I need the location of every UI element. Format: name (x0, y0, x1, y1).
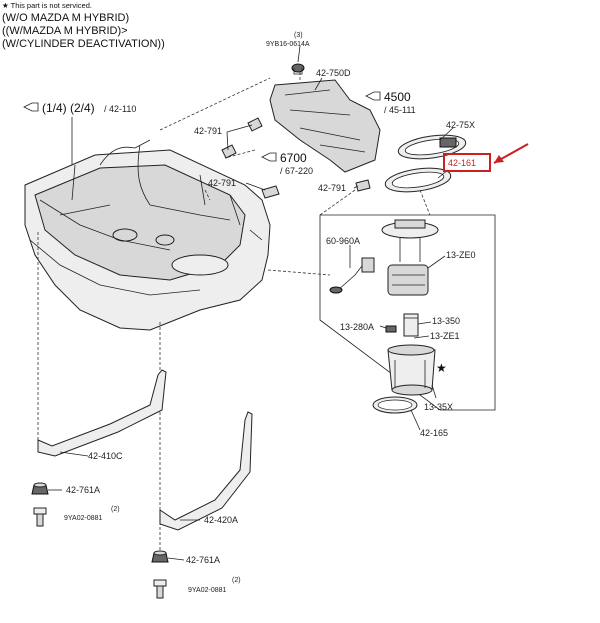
header-line-1: (W/O MAZDA M HYBRID) (2, 12, 129, 24)
label-42-791-a: 42-791 (194, 126, 222, 136)
not-serviced-note: ★ This part is not serviced. (2, 1, 92, 10)
reservoir-13-35x (387, 344, 436, 396)
ref-110-code: / 42-110 (104, 104, 136, 114)
nut-42-761a-front (31, 482, 49, 495)
label-0881-qty-front: (2) (111, 506, 120, 513)
label-9ya02-0881-front: 9YA02-0881 (64, 515, 103, 522)
fuel-tank (24, 139, 271, 331)
label-42-791-c: 42-791 (318, 183, 346, 193)
fuel-pump-assembly-box (319, 214, 496, 411)
ref-4500-sub: / 45-111 (384, 105, 416, 115)
strap-42-420a (159, 411, 253, 531)
filter-13-350 (403, 313, 419, 337)
bolt-9ya02-0881-rear (153, 579, 167, 599)
reference-4500: 4500 / 45-111 (365, 90, 416, 115)
ref-4500-number: 4500 (384, 90, 411, 104)
label-13-350: 13-350 (432, 316, 460, 326)
label-42-750d: 42-750D (316, 68, 351, 78)
gasket-42-161 (384, 167, 452, 193)
pads-42-791 (221, 117, 371, 199)
label-42-75x: 42-75X (446, 120, 475, 130)
ref-110-fraction: (1/4) (2/4) (42, 101, 95, 115)
bolt-9yb16-0614a (291, 63, 305, 75)
label-42-761a-rear: 42-761A (186, 555, 220, 565)
hand-pointer-icon (23, 102, 39, 112)
label-42-165: 42-165 (420, 428, 448, 438)
label-42-791-b: 42-791 (208, 178, 236, 188)
label-13-35x: 13-35X (424, 402, 453, 412)
ref-6700-number: 6700 (280, 151, 307, 165)
highlight-box (443, 153, 491, 172)
highlight-arrow-head (494, 155, 504, 163)
heat-shield (269, 79, 381, 173)
label-42-420a: 42-420A (204, 515, 238, 525)
hand-pointer-icon (261, 152, 277, 162)
label-42-410c: 42-410C (88, 451, 123, 461)
pump-module-13-ze0 (387, 264, 429, 296)
bolt-9ya02-0881-front (33, 507, 47, 527)
ring-42-75x (397, 134, 467, 160)
label-0614a-qty: (3) (294, 32, 303, 39)
label-13-ze1: 13-ZE1 (430, 331, 460, 341)
fuel-pump-flange (381, 219, 439, 262)
label-60-960a: 60-960A (326, 236, 360, 246)
label-0881-qty-rear: (2) (232, 577, 241, 584)
leader-pump (267, 269, 331, 276)
hand-pointer-icon (365, 91, 381, 101)
ref-6700-sub: / 67-220 (280, 166, 313, 176)
header-line-3: (W/CYLINDER DEACTIVATION)) (2, 38, 165, 50)
reference-6700: 6700 / 67-220 (261, 151, 313, 176)
sender-unit-60-960a (329, 257, 375, 294)
label-13-280a: 13-280A (340, 322, 374, 332)
leader-shield (159, 77, 271, 131)
label-9yb16-0614a: 9YB16-0614A (266, 41, 310, 48)
part-13-280a (385, 325, 397, 333)
not-serviced-star: ★ (436, 361, 447, 375)
label-9ya02-0881-rear: 9YA02-0881 (188, 587, 227, 594)
header-line-2: ((W/MAZDA M HYBRID)> (2, 25, 128, 37)
tank-pump-opening (171, 254, 229, 276)
reference-42-110: (1/4) (2/4) / 42-110 (23, 101, 136, 165)
label-42-761a-front: 42-761A (66, 485, 100, 495)
label-42-161: 42-161 (448, 158, 476, 168)
strap-42-410c (37, 369, 167, 457)
nut-42-761a-rear (151, 550, 169, 563)
label-13-ze0: 13-ZE0 (446, 250, 476, 260)
